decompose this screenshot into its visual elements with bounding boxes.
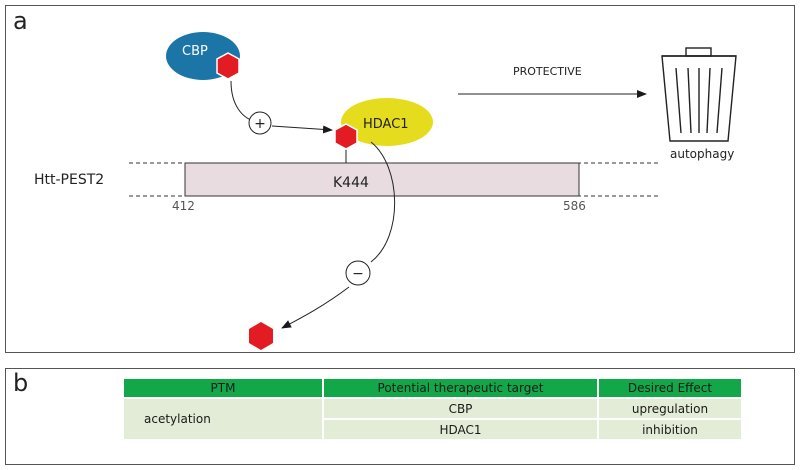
cbp-path-line [230,80,255,122]
header-ptm: PTM [124,379,322,397]
effect-cell: upregulation [599,399,741,418]
header-effect: Desired Effect [599,379,741,397]
k444-site-label: K444 [333,175,369,191]
positive-regulation-icon [248,111,272,135]
hdac1-label: HDAC1 [363,117,409,132]
htt-pest2-label: Htt-PEST2 [34,172,104,188]
therapeutic-target-table: PTM Potential therapeutic target Desired… [122,377,743,441]
panel-a: a Htt-PEST2 K444 412 586 CBP + HDAC1 [5,5,795,353]
hdac1-enzyme [341,98,433,146]
target-cell: HDAC1 [324,420,597,439]
panel-a-letter: a [13,7,28,35]
protective-label: PROTECTIVE [513,65,582,78]
table-row: HDAC1 inhibition [124,420,741,439]
released-acetyl-group-icon [249,322,273,350]
start-residue-label: 412 [172,199,195,213]
trash-can-icon [661,47,737,142]
table-row: acetylation CBP upregulation [124,399,741,439]
htt-pest2-domain-bar [184,162,580,197]
minus-sign: − [352,266,364,282]
header-target: Potential therapeutic target [324,379,597,397]
plus-sign: + [254,116,266,132]
acetylation-arrow [271,125,333,134]
pathway-diagram: Htt-PEST2 K444 412 586 CBP + HDAC1 − PRO… [34,32,737,350]
negative-regulation-icon [345,260,371,286]
target-cell: CBP [324,399,597,418]
k444-acetyl-group-icon [334,123,358,150]
panel-b-letter: b [13,369,29,397]
deacetylation-path-line [370,141,396,263]
ptm-cell: acetylation [124,399,322,439]
end-residue-label: 586 [563,199,586,213]
panel-b: b PTM Potential therapeutic target Desir… [5,368,795,465]
cbp-acetyl-group-icon [216,52,240,80]
table-header-row: PTM Potential therapeutic target Desired… [124,379,741,397]
autophagy-label: autophagy [670,147,734,161]
effect-cell: inhibition [599,420,741,439]
cbp-label: CBP [182,44,208,59]
deacetylation-arrow [281,286,350,329]
